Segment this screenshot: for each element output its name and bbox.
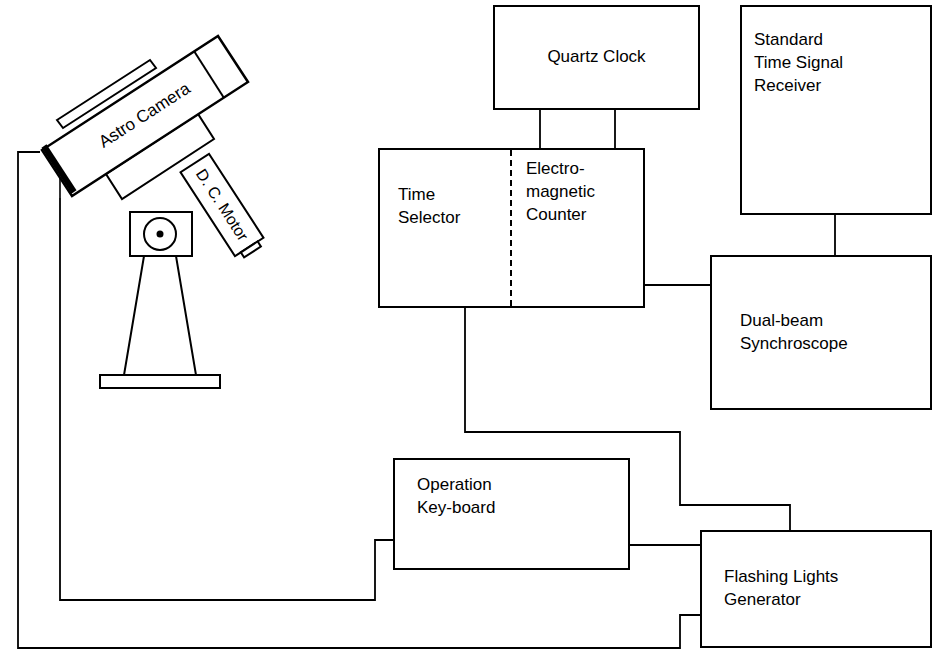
camera-tube: Astro Camera xyxy=(40,34,250,198)
box-label: Electro- magnetic Counter xyxy=(526,158,616,227)
fork-block xyxy=(130,212,192,256)
wire-line xyxy=(539,110,541,148)
wire xyxy=(645,285,710,286)
box-section: Electro- magnetic Counter xyxy=(512,150,643,306)
wire-line xyxy=(60,198,393,600)
box-section: Time Selector xyxy=(380,150,512,306)
pivot xyxy=(144,218,176,250)
pier xyxy=(124,256,196,375)
process-box: Quartz Clock xyxy=(493,5,700,110)
wire-line xyxy=(614,110,616,148)
pivot-center xyxy=(157,231,164,238)
wire xyxy=(615,110,616,148)
box-label: Time Selector xyxy=(398,184,488,230)
motor-housing xyxy=(181,154,267,261)
wire-line xyxy=(834,215,836,255)
box-label: Flashing Lights Generator xyxy=(724,566,864,612)
wire xyxy=(630,545,700,546)
box-label: Standard Time Signal Receiver xyxy=(754,29,854,98)
box-label: Quartz Clock xyxy=(547,46,645,69)
process-box: Operation Key-board xyxy=(393,458,630,570)
box-label: Operation Key-board xyxy=(417,474,517,520)
wire-line xyxy=(630,544,700,546)
process-box: Standard Time Signal Receiver xyxy=(740,5,932,215)
process-box: Dual-beam Synchroscope xyxy=(710,255,932,410)
process-box: Time Selector Electro- magnetic Counter xyxy=(378,148,645,308)
base-plate xyxy=(100,375,220,388)
process-box: Flashing Lights Generator xyxy=(700,530,932,648)
wire-line xyxy=(645,284,710,286)
wire xyxy=(60,198,393,600)
wire xyxy=(835,215,836,255)
box-label: Dual-beam Synchroscope xyxy=(740,310,870,356)
wire xyxy=(540,110,541,148)
